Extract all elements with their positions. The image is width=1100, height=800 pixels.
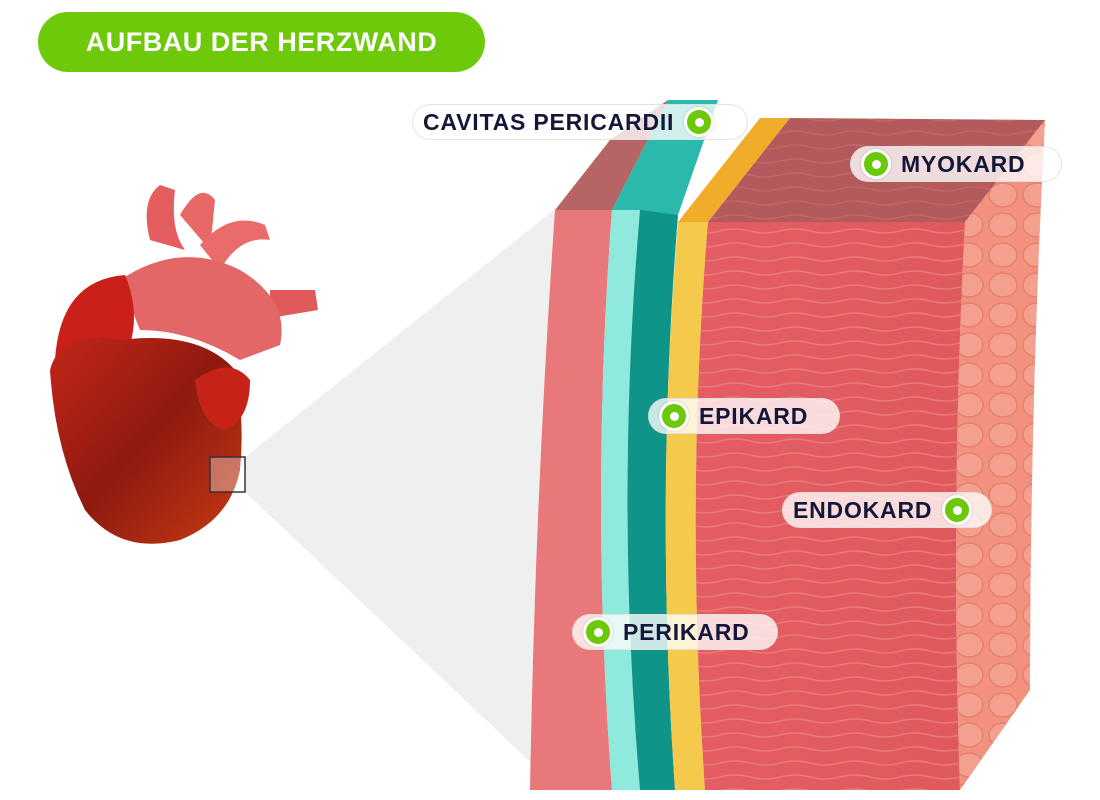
label-endokard: ENDOKARD bbox=[782, 492, 992, 528]
label-text: ENDOKARD bbox=[793, 496, 933, 523]
page-title: AUFBAU DER HERZWAND bbox=[38, 12, 485, 72]
marker-dot-icon[interactable] bbox=[684, 107, 715, 137]
label-text: CAVITAS PERICARDII bbox=[423, 108, 675, 135]
label-perikard: PERIKARD bbox=[572, 614, 778, 650]
label-text: MYOKARD bbox=[901, 150, 1026, 177]
label-myokard: MYOKARD bbox=[850, 146, 1062, 182]
label-text: EPIKARD bbox=[699, 402, 809, 429]
marker-dot-icon[interactable] bbox=[583, 617, 613, 647]
label-epikard: EPIKARD bbox=[648, 398, 840, 434]
zoom-box bbox=[209, 456, 246, 493]
label-text: PERIKARD bbox=[623, 618, 750, 645]
marker-dot-icon[interactable] bbox=[942, 495, 973, 525]
marker-dot-icon[interactable] bbox=[659, 401, 689, 431]
epikard-top bbox=[678, 118, 790, 222]
zoom-funnel bbox=[245, 205, 560, 790]
heart-icon bbox=[50, 185, 318, 544]
label-cavitas-pericardii: CAVITAS PERICARDII bbox=[412, 104, 748, 140]
marker-dot-icon[interactable] bbox=[861, 149, 891, 179]
